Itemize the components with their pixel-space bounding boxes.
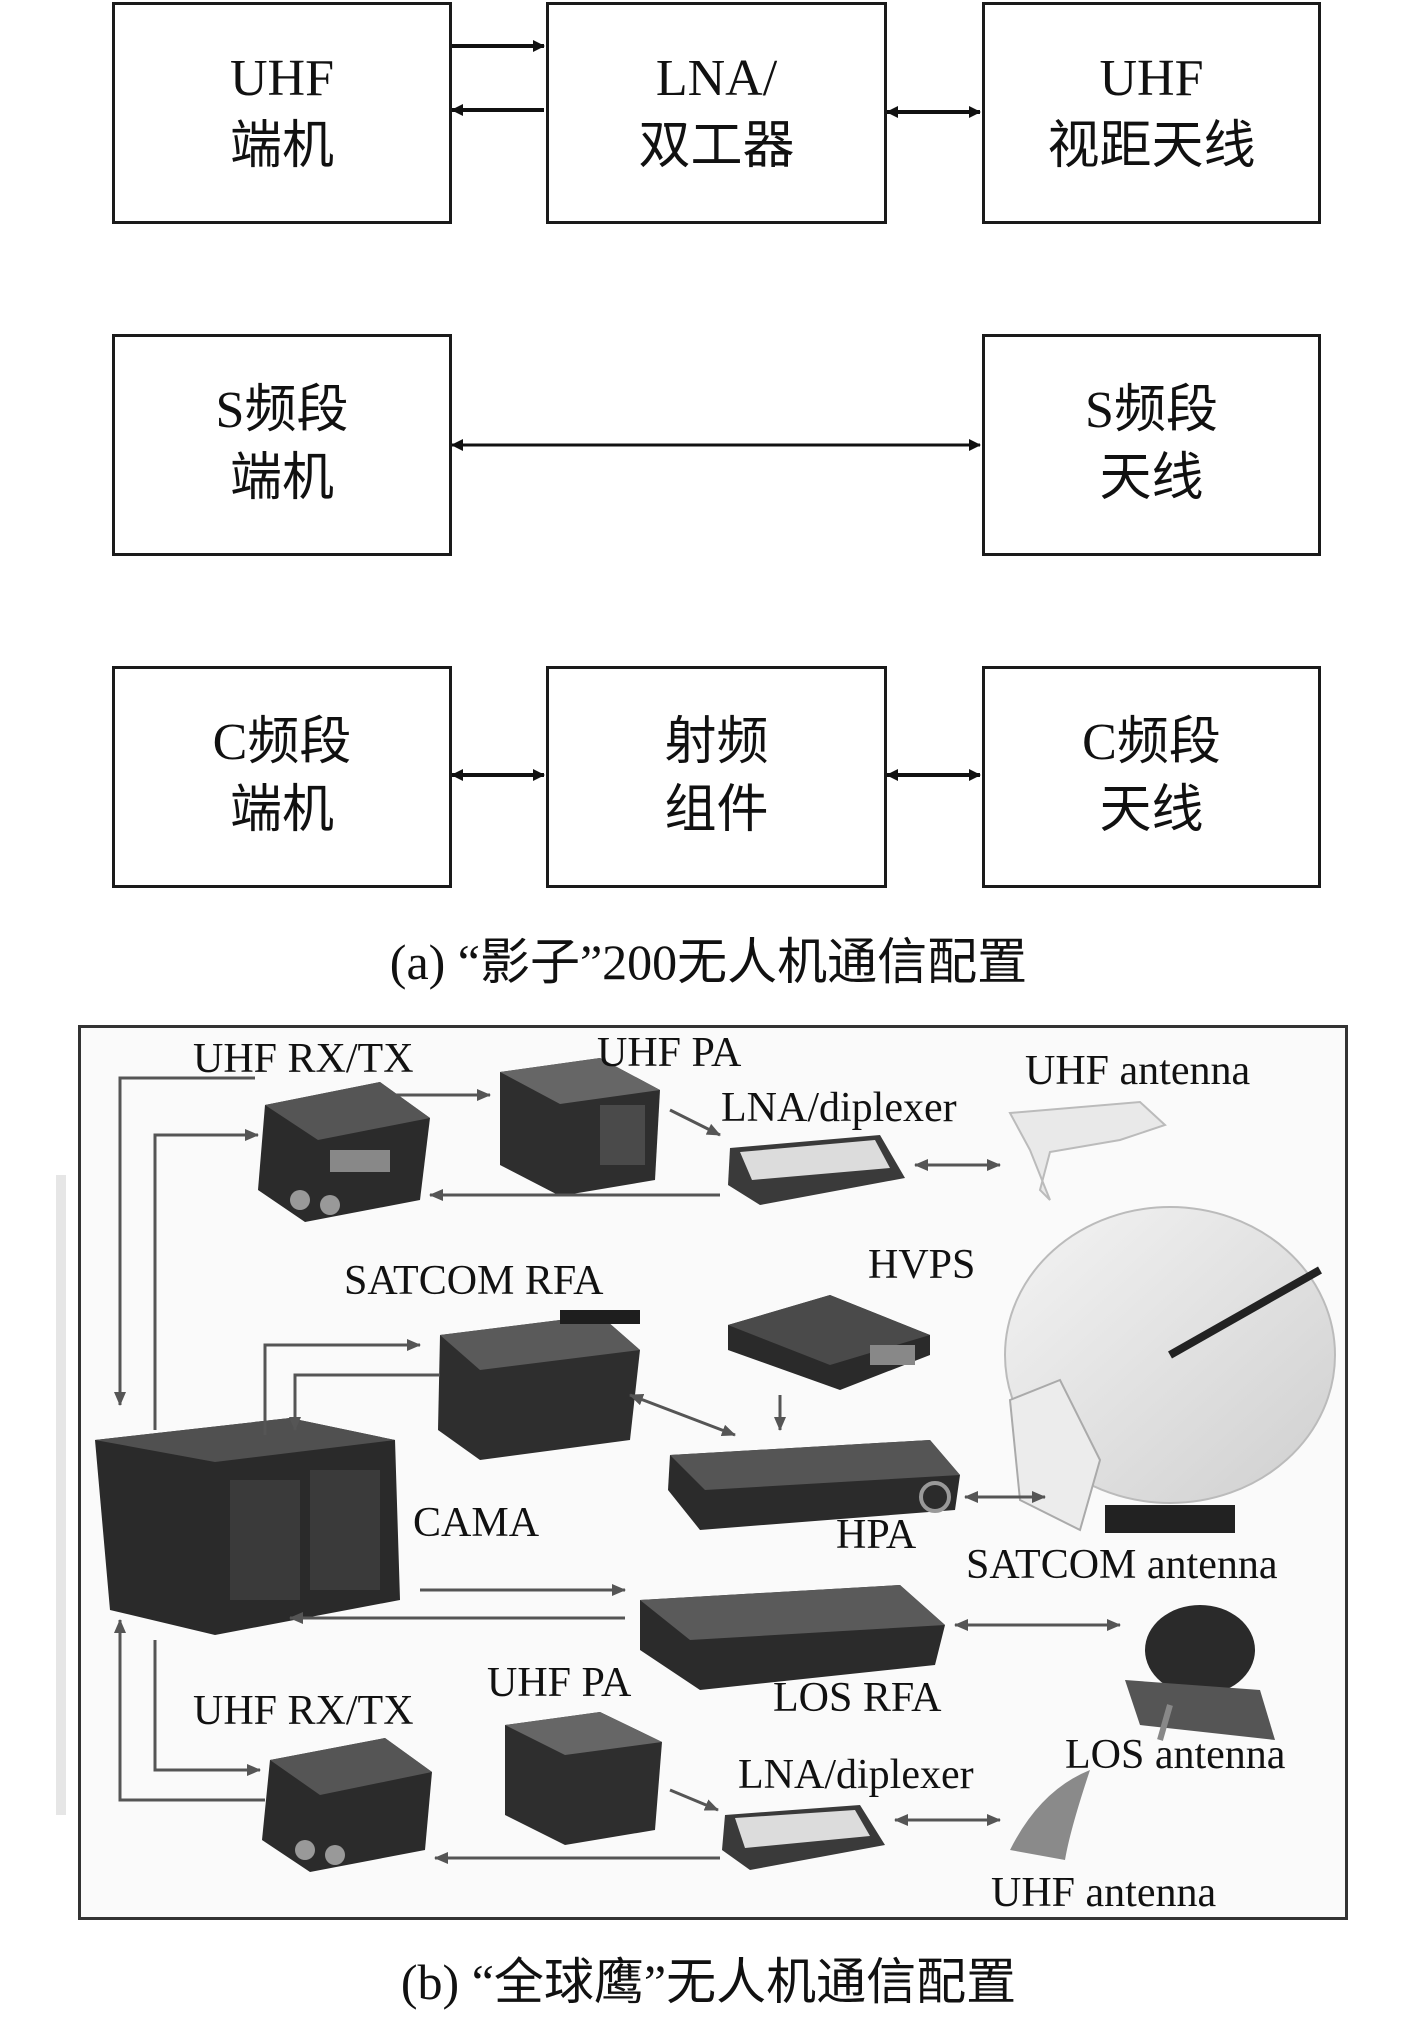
arrow-b xyxy=(629,1393,736,1437)
box-line: LNA/ xyxy=(655,50,778,107)
label-satcom-rfa: SATCOM RFA xyxy=(344,1258,604,1304)
arrow-b xyxy=(289,1373,440,1431)
uhf-rxtx-bottom-device xyxy=(262,1738,432,1872)
label-lna-top: LNA/diplexer xyxy=(721,1085,957,1131)
arrow-b xyxy=(114,1619,265,1802)
uhf-pa-top-device xyxy=(500,1058,660,1196)
label-uhf-pa-top: UHF PA xyxy=(597,1030,742,1076)
label-los-antenna: LOS antenna xyxy=(1065,1732,1286,1778)
lna-duplexer-box: LNA/ 双工器 xyxy=(546,2,887,224)
box-line: 端机 xyxy=(229,450,334,507)
label-hpa: HPA xyxy=(836,1512,917,1558)
uhf-los-antenna-box: UHF 视距天线 xyxy=(982,2,1321,224)
label-hvps: HVPS xyxy=(868,1242,976,1288)
box-line: 组件 xyxy=(664,782,769,839)
box-line: 射频 xyxy=(664,714,769,771)
diagram-a-arrows xyxy=(451,40,981,781)
arrow-b xyxy=(114,1076,255,1406)
label-los-rfa: LOS RFA xyxy=(773,1675,942,1721)
box-line: 双工器 xyxy=(638,118,795,175)
uhf-pa-bottom-device xyxy=(505,1712,662,1845)
box-line: UHF xyxy=(229,50,335,107)
caption-b: (b) “全球鹰”无人机通信配置 xyxy=(400,1954,1017,2010)
label-satcom-antenna: SATCOM antenna xyxy=(966,1542,1278,1588)
box-line: 天线 xyxy=(1099,782,1204,839)
box-line: S频段 xyxy=(215,382,349,439)
label-uhf-antenna-bottom: UHF antenna xyxy=(991,1870,1217,1916)
box-line: 视距天线 xyxy=(1047,118,1256,175)
arrow-b xyxy=(263,1339,421,1435)
box-line: C频段 xyxy=(212,714,352,771)
satcom-antenna-device xyxy=(1004,1206,1336,1533)
box-line: C频段 xyxy=(1082,714,1221,771)
box-line: UHF xyxy=(1099,50,1204,107)
caption-a: (a) “影子”200无人机通信配置 xyxy=(389,934,1028,990)
satcom-rfa-device xyxy=(438,1310,640,1460)
label-lna-bottom: LNA/diplexer xyxy=(738,1752,974,1798)
lna-diplexer-bottom-device xyxy=(722,1805,885,1870)
label-uhf-rxtx-top: UHF RX/TX xyxy=(193,1036,414,1082)
box-line: 端机 xyxy=(229,782,334,839)
label-uhf-antenna-top: UHF antenna xyxy=(1025,1048,1251,1094)
c-band-antenna-box: C频段 天线 xyxy=(982,666,1321,888)
hvps-device xyxy=(728,1295,930,1390)
label-uhf-pa-bottom: UHF PA xyxy=(487,1660,632,1706)
s-band-terminal-box: S频段 端机 xyxy=(112,334,452,556)
hpa-device xyxy=(668,1440,960,1530)
los-rfa-device xyxy=(640,1585,945,1690)
arrow-b xyxy=(669,1108,721,1137)
cama-device xyxy=(95,1418,400,1635)
arrow-b xyxy=(669,1788,719,1812)
label-uhf-rxtx-bottom: UHF RX/TX xyxy=(193,1688,414,1734)
uhf-antenna-top-device xyxy=(1008,1100,1167,1201)
lna-diplexer-top-device xyxy=(728,1135,905,1205)
uhf-antenna-bottom-device xyxy=(1010,1770,1090,1860)
c-band-terminal-box: C频段 端机 xyxy=(112,666,452,888)
uhf-rxtx-top-device xyxy=(258,1082,430,1222)
uhf-terminal-box: UHF 端机 xyxy=(112,2,452,224)
box-line: S频段 xyxy=(1085,382,1218,439)
label-cama: CAMA xyxy=(413,1500,540,1546)
arrow-b xyxy=(153,1640,261,1776)
arrow-b xyxy=(153,1129,259,1430)
los-antenna-device xyxy=(1125,1605,1275,1741)
s-band-antenna-box: S频段 天线 xyxy=(982,334,1321,556)
rf-assembly-box: 射频 组件 xyxy=(546,666,887,888)
box-line: 端机 xyxy=(229,118,334,175)
box-line: 天线 xyxy=(1099,450,1204,507)
